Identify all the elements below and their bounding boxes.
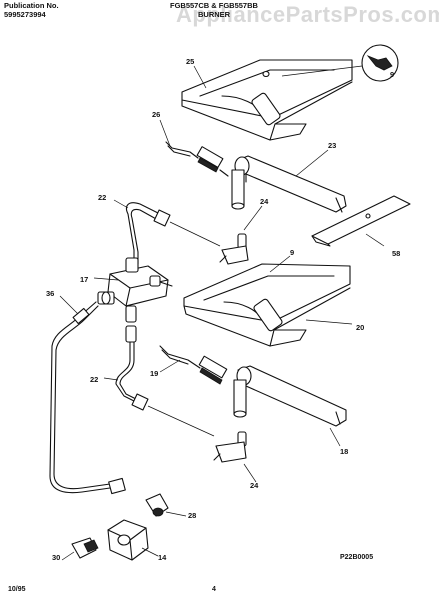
publication-number: 5995273994 xyxy=(4,10,46,19)
callout-23: 23 xyxy=(328,141,336,150)
wing-nut-inset xyxy=(281,44,399,82)
callout-19: 19 xyxy=(150,369,158,378)
callout-25: 25 xyxy=(186,57,194,66)
lower-igniter xyxy=(159,345,228,385)
callout-20: 20 xyxy=(356,323,364,332)
baffle-plate xyxy=(311,195,411,247)
callout-17: 17 xyxy=(80,275,88,284)
watermark: AppliancePartsPros.com xyxy=(176,2,439,27)
callout-9-inset: 9 xyxy=(390,70,394,79)
callout-22-upper: 22 xyxy=(98,193,106,202)
callout-22-lower: 22 xyxy=(90,375,98,384)
callout-24-lower: 24 xyxy=(250,481,259,490)
upper-igniter xyxy=(165,141,229,177)
callout-9: 9 xyxy=(290,248,294,257)
callout-18: 18 xyxy=(340,447,348,456)
publication-label: Publication No. xyxy=(4,1,59,10)
diagram-code: P22B0005 xyxy=(340,554,374,561)
lower-gas-line xyxy=(115,325,215,437)
main-supply-line xyxy=(49,301,126,495)
callout-leaders xyxy=(59,65,385,561)
lower-burner-tube xyxy=(233,365,347,427)
callout-36: 36 xyxy=(46,289,54,298)
lower-orifice-hood xyxy=(213,431,247,463)
callout-14: 14 xyxy=(158,553,167,562)
lower-burner-shield xyxy=(183,263,351,347)
upper-orifice-hood xyxy=(219,233,249,265)
upper-gas-line xyxy=(125,202,221,265)
callout-26: 26 xyxy=(152,110,160,119)
callout-28: 28 xyxy=(188,511,196,520)
upper-burner-shield xyxy=(181,59,353,141)
callout-58: 58 xyxy=(392,249,400,258)
pressure-regulator xyxy=(71,493,169,561)
footer-date: 10/95 xyxy=(8,586,26,593)
upper-burner-tube xyxy=(231,155,347,213)
section-title: BURNER xyxy=(198,10,231,19)
burner-valve xyxy=(97,257,173,323)
model-numbers: FGB557CB & FGB557BB xyxy=(170,1,258,10)
footer-page-number: 4 xyxy=(212,586,216,593)
callout-30: 30 xyxy=(52,553,60,562)
callout-24-upper: 24 xyxy=(260,197,269,206)
